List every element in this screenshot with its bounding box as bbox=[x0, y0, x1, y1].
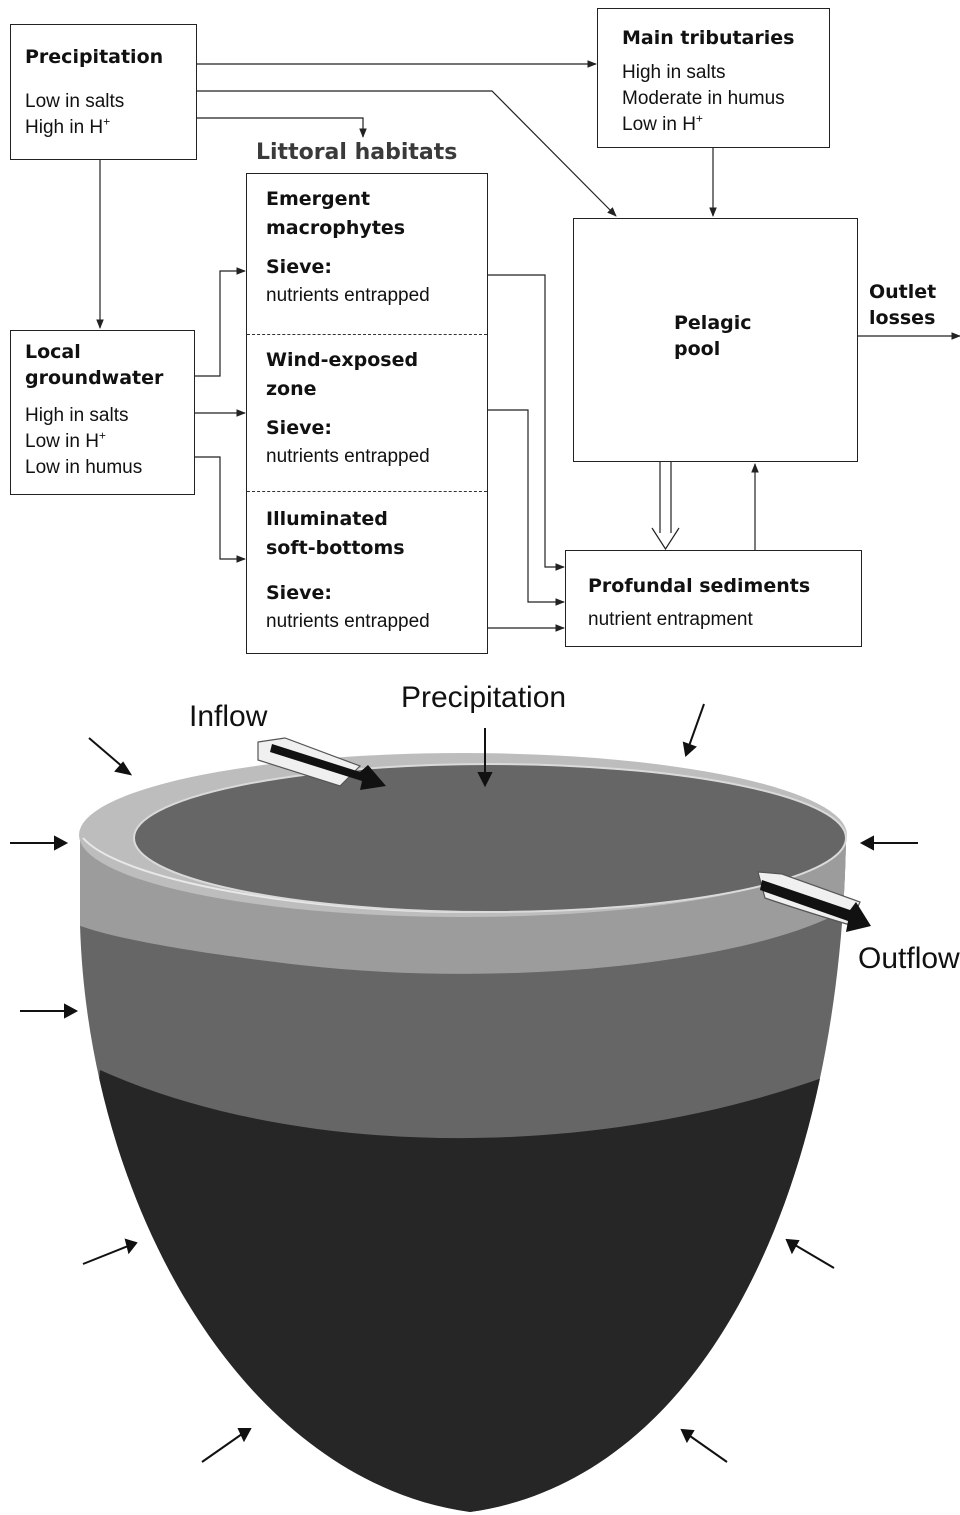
illuminated-title1: Illuminated bbox=[266, 508, 388, 530]
flowchart-connectors bbox=[96, 60, 960, 632]
tributaries-box: Main tributaries High in salts Moderate … bbox=[597, 8, 830, 148]
tributaries-line3: Low in H bbox=[622, 114, 696, 135]
wind-desc: nutrients entrapped bbox=[266, 446, 430, 467]
lake-middle-layer bbox=[80, 838, 846, 1512]
groundwater-arrow bbox=[10, 835, 69, 851]
precipitation-title: Precipitation bbox=[25, 46, 164, 68]
profundal-box: Profundal sediments nutrient entrapment bbox=[565, 550, 862, 647]
precipitation-label: Precipitation bbox=[401, 681, 567, 714]
groundwater-arrow bbox=[785, 1238, 835, 1269]
tributaries-line1: High in salts bbox=[622, 62, 726, 83]
groundwater-box: Local groundwater High in salts Low in H… bbox=[10, 330, 195, 495]
arrow-precip-to-pelagic bbox=[197, 90, 617, 217]
emergent-desc: nutrients entrapped bbox=[266, 285, 430, 306]
tributaries-title: Main tributaries bbox=[622, 27, 795, 49]
arrow-wind-to-profundal bbox=[488, 409, 565, 606]
profundal-desc: nutrient entrapment bbox=[588, 609, 753, 630]
emergent-title2: macrophytes bbox=[266, 217, 406, 239]
arrow-precip-to-littoral bbox=[197, 117, 367, 138]
lake-upper-band bbox=[80, 838, 846, 974]
groundwater-arrow bbox=[88, 737, 133, 776]
lake-surface bbox=[134, 764, 846, 912]
outlet-title1: Outlet bbox=[869, 281, 937, 303]
arrow-pelagic-to-profundal bbox=[651, 462, 680, 551]
groundwater-line1: High in salts bbox=[25, 405, 129, 426]
inflow-label: Inflow bbox=[189, 700, 268, 733]
wind-title1: Wind-exposed bbox=[266, 349, 419, 371]
groundwater-title1: Local bbox=[25, 341, 81, 363]
pelagic-box: Pelagic pool bbox=[573, 218, 858, 462]
inflow-pipe bbox=[257, 737, 386, 790]
groundwater-arrow bbox=[680, 1428, 728, 1463]
outlet-title2: losses bbox=[869, 307, 936, 329]
arrow-emergent-to-profundal bbox=[488, 274, 565, 571]
pelagic-title1: Pelagic bbox=[674, 312, 752, 334]
littoral-divider-1 bbox=[247, 334, 487, 335]
tributaries-line2: Moderate in humus bbox=[622, 88, 785, 109]
tributaries-sup: + bbox=[695, 111, 703, 126]
littoral-divider-2 bbox=[247, 491, 487, 492]
emergent-sieve: Sieve: bbox=[266, 256, 332, 278]
groundwater-arrow bbox=[201, 1428, 252, 1463]
littoral-header: Littoral habitats bbox=[256, 140, 458, 165]
lake-deep-layer bbox=[80, 1070, 846, 1512]
arrow-groundwater-to-emergent bbox=[195, 267, 246, 377]
groundwater-arrow bbox=[20, 1003, 79, 1019]
precipitation-arrow bbox=[682, 703, 705, 757]
lake-rim bbox=[79, 753, 847, 917]
groundwater-line2: Low in H bbox=[25, 431, 99, 452]
pelagic-title2: pool bbox=[674, 338, 721, 360]
profundal-title: Profundal sediments bbox=[588, 575, 811, 597]
illuminated-desc: nutrients entrapped bbox=[266, 611, 430, 632]
emergent-title1: Emergent bbox=[266, 188, 371, 210]
littoral-box: Emergent macrophytes Sieve: nutrients en… bbox=[246, 173, 488, 654]
arrow-groundwater-to-illuminated bbox=[195, 456, 246, 563]
wind-title2: zone bbox=[266, 378, 317, 400]
precipitation-box: Precipitation Low in salts High in H+ bbox=[10, 24, 197, 160]
groundwater-sup: + bbox=[98, 428, 106, 443]
groundwater-line3: Low in humus bbox=[25, 457, 143, 478]
groundwater-arrow bbox=[82, 1238, 138, 1265]
groundwater-arrow bbox=[859, 835, 918, 851]
groundwater-title2: groundwater bbox=[25, 367, 164, 389]
outflow-pipe bbox=[757, 871, 871, 932]
illuminated-sieve: Sieve: bbox=[266, 582, 332, 604]
outflow-label: Outflow bbox=[858, 942, 960, 975]
precipitation-line1: Low in salts bbox=[25, 91, 125, 112]
precipitation-arrow bbox=[477, 728, 493, 788]
precipitation-line2: High in H bbox=[25, 117, 104, 138]
precipitation-sup: + bbox=[103, 114, 111, 129]
illuminated-title2: soft-bottoms bbox=[266, 537, 405, 559]
wind-sieve: Sieve: bbox=[266, 417, 332, 439]
